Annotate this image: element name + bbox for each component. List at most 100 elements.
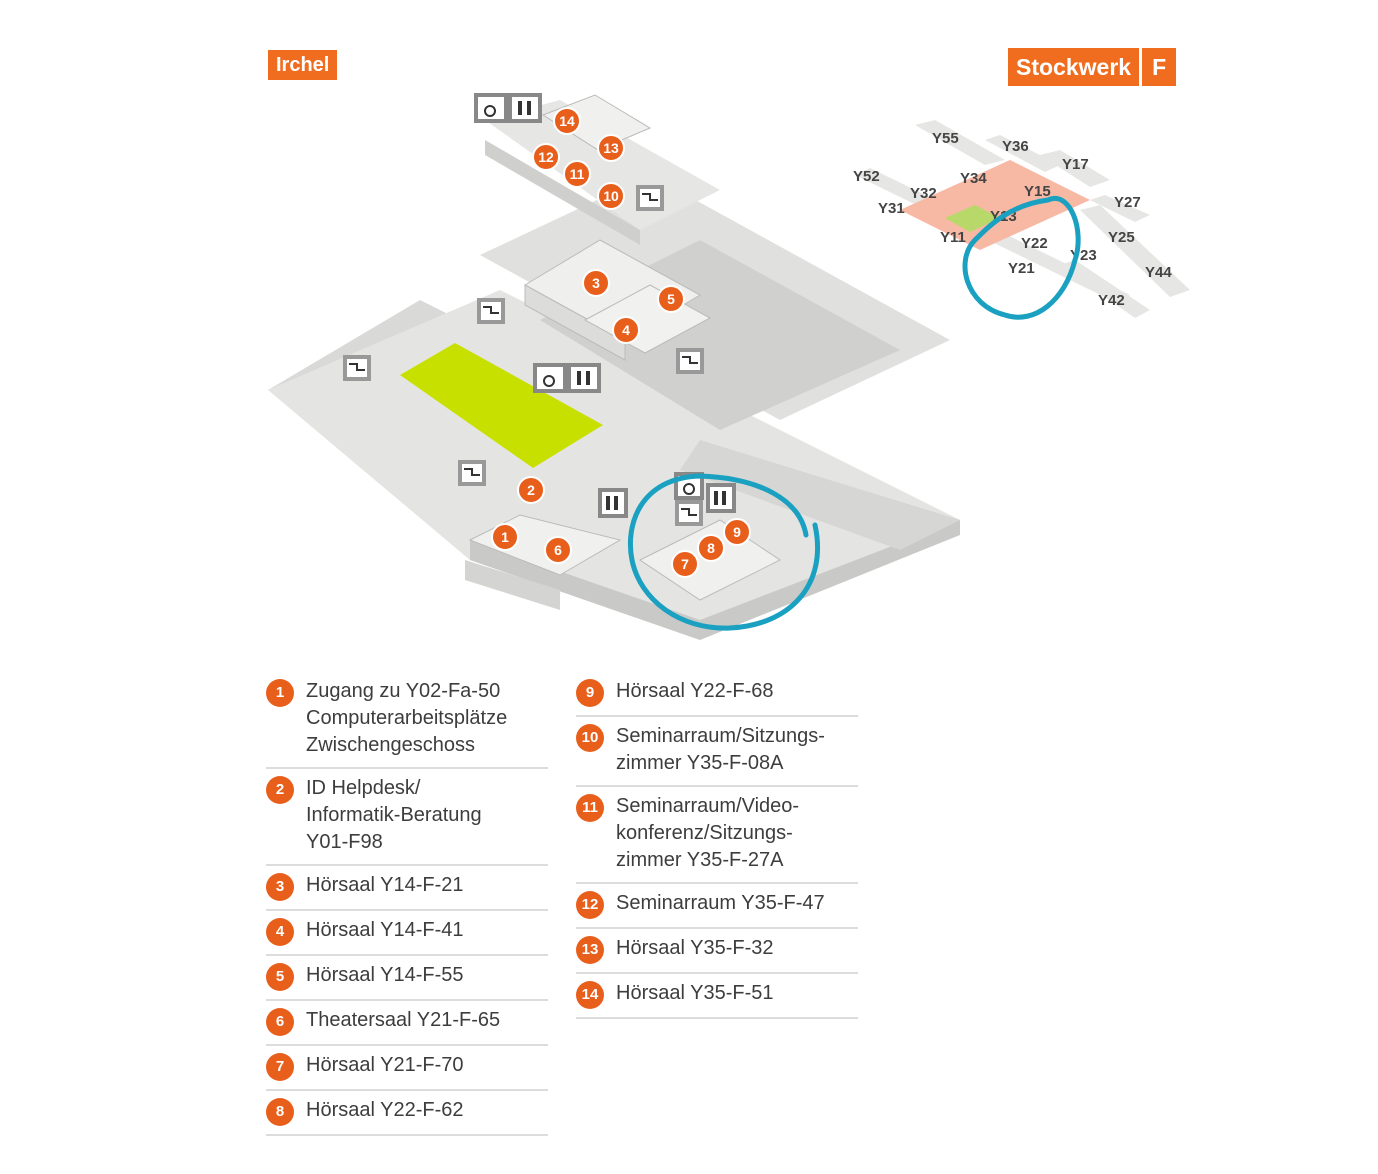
stairs-icon — [343, 355, 371, 381]
legend-number: 8 — [266, 1098, 294, 1126]
building-label: Y11 — [940, 229, 966, 246]
legend-text: Seminarraum Y35-F-47 — [616, 892, 825, 914]
legend-text: Seminarraum/Video- konferenz/Sitzungs- z… — [616, 795, 800, 871]
svg-text:7: 7 — [681, 556, 689, 572]
legend-number: 10 — [576, 724, 604, 752]
building-label: Y25 — [1108, 229, 1135, 246]
svg-text:5: 5 — [667, 291, 675, 307]
building-label: Y55 — [932, 130, 959, 147]
room-badge-7[interactable]: 7 — [671, 550, 699, 578]
floor-plan[interactable]: 1 2 3 4 5 6 7 8 9 10 11 12 13 14 Y55 Y36… — [0, 0, 1378, 660]
room-badges[interactable]: 1 2 3 4 5 6 7 8 9 10 11 12 13 14 — [491, 107, 751, 578]
building-label: Y27 — [1114, 194, 1141, 211]
room-badge-11[interactable]: 11 — [563, 160, 591, 188]
legend-number: 4 — [266, 918, 294, 946]
svg-text:10: 10 — [603, 188, 619, 204]
legend-text: Hörsaal Y22-F-62 — [306, 1099, 464, 1121]
overview-highlight — [900, 160, 1090, 250]
wheelchair-icon — [474, 93, 508, 123]
legend-item[interactable]: 1 Zugang zu Y02-Fa-50 Computerarbeitsplät… — [266, 672, 548, 769]
legend-item[interactable]: 8 Hörsaal Y22-F-62 — [266, 1091, 548, 1136]
legend-number: 2 — [266, 776, 294, 804]
svg-text:8: 8 — [707, 540, 715, 556]
building-floor — [268, 94, 960, 640]
building-label: Y21 — [1008, 260, 1035, 277]
wheelchair-icon — [533, 363, 567, 393]
stairs-icon — [675, 500, 703, 526]
room-badge-2[interactable]: 2 — [517, 476, 545, 504]
svg-text:3: 3 — [592, 275, 600, 291]
room-badge-13[interactable]: 13 — [597, 134, 625, 162]
legend-item[interactable]: 6 Theatersaal Y21-F-65 — [266, 1001, 548, 1046]
building-label: Y31 — [878, 200, 905, 217]
legend-number: 9 — [576, 679, 604, 707]
legend-item[interactable]: 11 Seminarraum/Video- konferenz/Sitzungs-… — [576, 787, 858, 884]
floor-separator — [1139, 48, 1143, 86]
stairs-icon — [676, 348, 704, 374]
legend-number: 13 — [576, 936, 604, 964]
stairs-icon — [636, 185, 664, 211]
building-label: Y42 — [1098, 292, 1125, 309]
room-badge-3[interactable]: 3 — [582, 269, 610, 297]
svg-text:11: 11 — [570, 166, 585, 182]
legend-number: 3 — [266, 873, 294, 901]
room-badge-1[interactable]: 1 — [491, 523, 519, 551]
room-badge-9[interactable]: 9 — [723, 518, 751, 546]
svg-text:6: 6 — [554, 542, 562, 558]
room-badge-14[interactable]: 14 — [553, 107, 581, 135]
building-label: Y32 — [910, 185, 937, 202]
svg-text:9: 9 — [733, 524, 741, 540]
room-badge-6[interactable]: 6 — [544, 536, 572, 564]
legend-text: Hörsaal Y22-F-68 — [616, 680, 774, 702]
svg-text:2: 2 — [527, 482, 535, 498]
room-badge-5[interactable]: 5 — [657, 285, 685, 313]
legend-text: Seminarraum/Sitzungs- zimmer Y35-F-08A — [616, 725, 825, 774]
overview-map — [855, 120, 1190, 318]
legend-text: Hörsaal Y35-F-51 — [616, 982, 774, 1004]
legend-item[interactable]: 12 Seminarraum Y35-F-47 — [576, 884, 858, 929]
legend-item[interactable]: 3 Hörsaal Y14-F-21 — [266, 866, 548, 911]
stairs-icon — [458, 460, 486, 486]
building-label: Y36 — [1002, 138, 1029, 155]
building-label: Y17 — [1062, 156, 1089, 173]
legend-column-left: 1 Zugang zu Y02-Fa-50 Computerarbeitsplät… — [266, 672, 548, 1136]
legend-text: Theatersaal Y21-F-65 — [306, 1009, 501, 1031]
room-badge-12[interactable]: 12 — [532, 143, 560, 171]
floor-value: F — [1142, 48, 1177, 86]
annotation-circle-main — [627, 473, 821, 631]
legend-number: 12 — [576, 891, 604, 919]
legend-column-right: 9 Hörsaal Y22-F-68 10 Seminarraum/Sitzungs… — [576, 672, 858, 1019]
legend-text: Zugang zu Y02-Fa-50 Computerarbeitsplätz… — [306, 680, 508, 756]
svg-text:13: 13 — [603, 140, 619, 156]
room-badge-10[interactable]: 10 — [597, 182, 625, 210]
legend-number: 7 — [266, 1053, 294, 1081]
stairs-icon — [477, 298, 505, 324]
building-label: Y22 — [1021, 235, 1048, 252]
legend-number: 14 — [576, 981, 604, 1009]
toilet-icon — [598, 488, 628, 518]
legend-item[interactable]: 2 ID Helpdesk/ Informatik-Beratung Y01-F9… — [266, 769, 548, 866]
floor-label: Stockwerk — [1008, 48, 1140, 86]
legend-number: 5 — [266, 963, 294, 991]
legend-number: 1 — [266, 679, 294, 707]
legend-item[interactable]: 14 Hörsaal Y35-F-51 — [576, 974, 858, 1019]
room-badge-8[interactable]: 8 — [697, 534, 725, 562]
building-label: Y44 — [1145, 264, 1172, 281]
legend-number: 6 — [266, 1008, 294, 1036]
legend-item[interactable]: 10 Seminarraum/Sitzungs- zimmer Y35-F-08A — [576, 717, 858, 787]
legend-number: 11 — [576, 794, 604, 822]
legend-text: Hörsaal Y14-F-21 — [306, 874, 464, 896]
floor-indicator: Stockwerk F — [1008, 48, 1177, 86]
legend-text: ID Helpdesk/ Informatik-Beratung Y01-F98 — [306, 777, 482, 853]
legend-item[interactable]: 9 Hörsaal Y22-F-68 — [576, 672, 858, 717]
svg-text:4: 4 — [622, 322, 630, 338]
toilet-icon — [508, 93, 542, 123]
room-badge-4[interactable]: 4 — [612, 316, 640, 344]
building-label: Y34 — [960, 170, 987, 187]
building-label: Y15 — [1024, 183, 1051, 200]
svg-text:14: 14 — [559, 113, 575, 129]
